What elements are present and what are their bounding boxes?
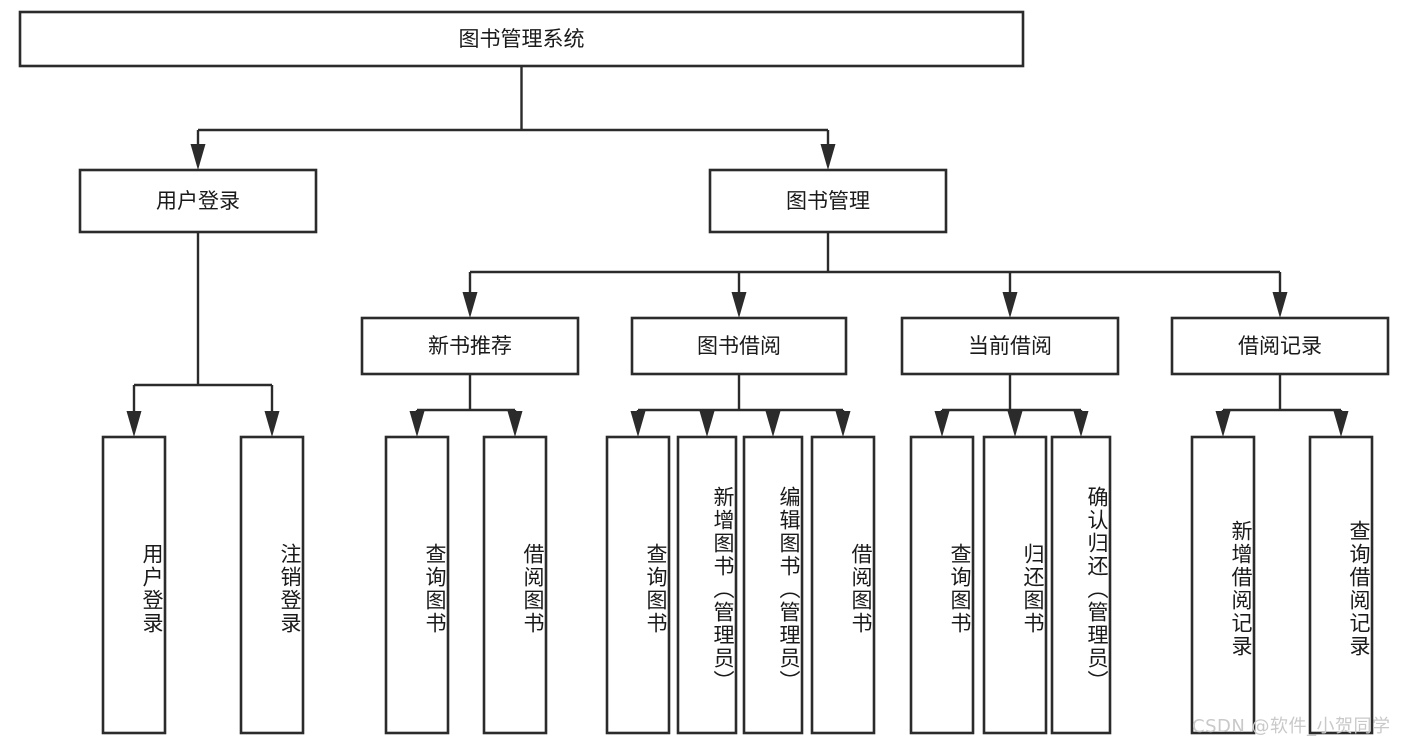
arrow-head-icon <box>934 411 950 437</box>
arrow-head-icon <box>1215 411 1231 437</box>
arrow-head-icon <box>190 144 206 170</box>
node-label-book-borrow: 图书借阅 <box>697 334 781 358</box>
node-box-leaf-add-book[interactable] <box>676 435 738 735</box>
arrow-head-icon <box>264 411 280 437</box>
node-box-leaf-borrow-book-1[interactable] <box>482 435 548 735</box>
box-layer <box>18 10 1390 735</box>
node-box-leaf-borrow-book-2[interactable] <box>810 435 876 735</box>
node-box-book-manage[interactable] <box>708 168 948 234</box>
arrow-head-icon <box>507 411 523 437</box>
node-box-root[interactable] <box>18 10 1025 68</box>
node-box-borrow-record[interactable] <box>1170 316 1390 376</box>
node-box-leaf-edit-book[interactable] <box>742 435 804 735</box>
arrow-head-icon <box>1272 292 1288 318</box>
node-box-user-login[interactable] <box>78 168 318 234</box>
node-box-leaf-return-book[interactable] <box>982 435 1048 735</box>
arrow-head-icon <box>1007 411 1023 437</box>
node-box-new-book-recommend[interactable] <box>360 316 580 376</box>
node-label-current-borrow: 当前借阅 <box>968 334 1052 358</box>
arrow-head-icon <box>1333 411 1349 437</box>
connector-layer <box>126 66 1349 437</box>
arrow-head-icon <box>126 411 142 437</box>
arrow-head-icon <box>699 411 715 437</box>
node-label-new-book-recommend: 新书推荐 <box>428 334 512 358</box>
arrow-head-icon <box>1002 292 1018 318</box>
node-box-current-borrow[interactable] <box>900 316 1120 376</box>
node-box-book-borrow[interactable] <box>630 316 848 376</box>
node-label-borrow-record: 借阅记录 <box>1238 334 1322 358</box>
node-box-leaf-query-book-3[interactable] <box>909 435 975 735</box>
arrow-head-icon <box>765 411 781 437</box>
node-label-book-manage: 图书管理 <box>786 189 870 213</box>
node-box-leaf-logout[interactable] <box>239 435 305 735</box>
arrow-head-icon <box>630 411 646 437</box>
node-box-leaf-confirm-return[interactable] <box>1050 435 1112 735</box>
arrow-head-icon <box>462 292 478 318</box>
node-box-leaf-query-record[interactable] <box>1308 435 1374 735</box>
node-box-leaf-add-record[interactable] <box>1190 435 1256 735</box>
node-box-leaf-query-book-1[interactable] <box>384 435 450 735</box>
arrow-head-icon <box>835 411 851 437</box>
node-label-user-login: 用户登录 <box>156 189 240 213</box>
arrow-head-icon <box>820 144 836 170</box>
arrow-head-icon <box>1073 411 1089 437</box>
node-label-root: 图书管理系统 <box>459 27 585 51</box>
node-box-leaf-query-book-2[interactable] <box>605 435 671 735</box>
arrow-head-icon <box>731 292 747 318</box>
node-box-leaf-user-login[interactable] <box>101 435 167 735</box>
csdn-watermark: CSDN @软件_小贺同学 <box>1192 716 1391 737</box>
arrow-head-icon <box>409 411 425 437</box>
